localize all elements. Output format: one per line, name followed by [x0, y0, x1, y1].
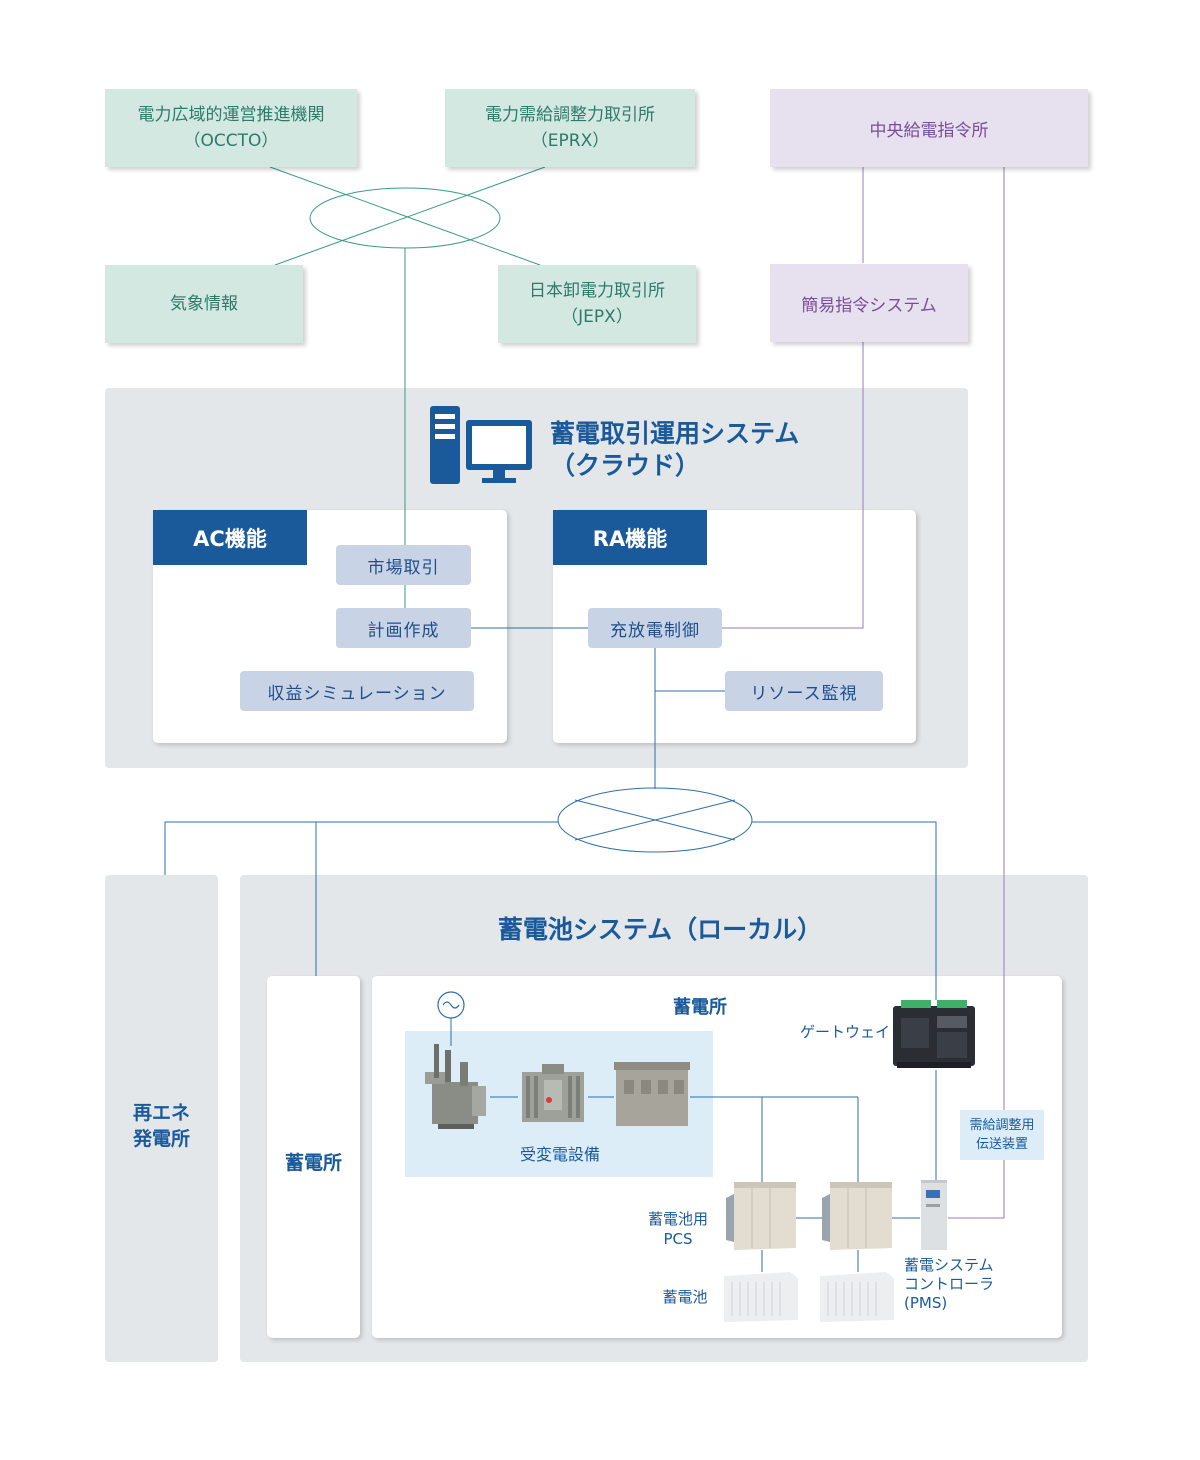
storage-inner-label: 蓄電所 [673, 997, 727, 1018]
renewable-line2: 発電所 [132, 1128, 190, 1150]
transmit-line1: 需給調整用 [969, 1118, 1035, 1133]
renewable-label: 再エネ 発電所 [105, 1100, 218, 1152]
ra-function-header: RA機能 [553, 510, 707, 565]
plan-creation-pill[interactable]: 計画作成 [336, 608, 471, 648]
pms-label: 蓄電システム コントローラ (PMS) [904, 1256, 1014, 1313]
central-dispatch-label: 中央給電指令所 [869, 120, 989, 141]
transmit-line2: 伝送装置 [975, 1137, 1028, 1152]
eprx-name: 電力需給調整力取引所 [485, 105, 655, 125]
transmit-device-box: 需給調整用 伝送装置 [960, 1110, 1044, 1160]
central-dispatch-box: 中央給電指令所 [770, 89, 1088, 167]
cloud-title-line2: （クラウド） [550, 451, 701, 480]
line-eprx-weather [274, 166, 546, 266]
pms-cabinet-icon [920, 1180, 948, 1250]
occto-name: 電力広域的運営推進機関 [137, 105, 325, 125]
occto-box: 電力広域的運営推進機関 （OCCTO） [105, 89, 357, 167]
revenue-simulation-pill[interactable]: 収益シミュレーション [240, 671, 474, 711]
weather-label: 気象情報 [170, 294, 238, 314]
ac-function-header: AC機能 [153, 510, 307, 565]
transformer-icon [420, 1042, 490, 1130]
local-network-ellipse [557, 787, 753, 853]
local-x-2 [574, 799, 736, 841]
transformer-tank-icon [518, 1064, 588, 1126]
pms-line3: (PMS) [904, 1294, 948, 1312]
line-simple-charge [722, 342, 864, 629]
jepx-box: 日本卸電力取引所 （JEPX） [498, 265, 696, 343]
market-trading-pill[interactable]: 市場取引 [336, 545, 471, 585]
pms-line2: コントローラ [904, 1275, 995, 1293]
line-to-renewable [164, 821, 558, 875]
line-occto-jepx [269, 166, 541, 266]
pcs-line1: 蓄電池用 [647, 1210, 708, 1228]
renewable-line1: 再エネ [132, 1102, 190, 1124]
weather-box: 気象情報 [105, 265, 303, 343]
occto-abbr: （OCCTO） [183, 131, 279, 151]
pcs-cabinet-1-icon [726, 1182, 798, 1252]
eprx-abbr: （EPRX） [530, 131, 610, 151]
gateway-device-icon [893, 1000, 975, 1070]
resource-monitor-pill[interactable]: リソース監視 [725, 671, 883, 711]
computer-icon [430, 406, 535, 486]
jepx-abbr: （JEPX） [561, 307, 633, 327]
substation-cabinet-icon [614, 1062, 690, 1128]
pcs-cabinet-2-icon [822, 1182, 894, 1252]
battery-label: 蓄電池 [662, 1288, 708, 1306]
local-title: 蓄電池システム（ローカル） [497, 915, 823, 944]
battery-1-icon [724, 1272, 798, 1324]
storage-left-label: 蓄電所 [284, 1152, 342, 1174]
line-to-gateway [752, 821, 937, 1000]
charge-control-pill[interactable]: 充放電制御 [588, 608, 722, 648]
pms-line1: 蓄電システム [904, 1256, 994, 1274]
cloud-title: 蓄電取引運用システム （クラウド） [550, 418, 850, 482]
storage-left-card [267, 976, 360, 1338]
eprx-box: 電力需給調整力取引所 （EPRX） [445, 89, 695, 167]
pcs-line2: PCS [663, 1230, 693, 1248]
simple-command-label: 簡易指令システム [801, 295, 937, 316]
generator-icon [436, 990, 466, 1020]
simple-command-box: 簡易指令システム [770, 264, 968, 342]
gateway-label: ゲートウェイ [799, 1023, 890, 1041]
cloud-title-line1: 蓄電取引運用システム [550, 419, 800, 448]
battery-2-icon [820, 1272, 894, 1324]
jepx-name: 日本卸電力取引所 [529, 281, 665, 301]
line-central-transmit [948, 167, 1005, 1219]
renewable-panel [105, 875, 218, 1362]
substation-label: 受変電設備 [519, 1145, 600, 1164]
pcs-label: 蓄電池用 PCS [638, 1209, 718, 1249]
